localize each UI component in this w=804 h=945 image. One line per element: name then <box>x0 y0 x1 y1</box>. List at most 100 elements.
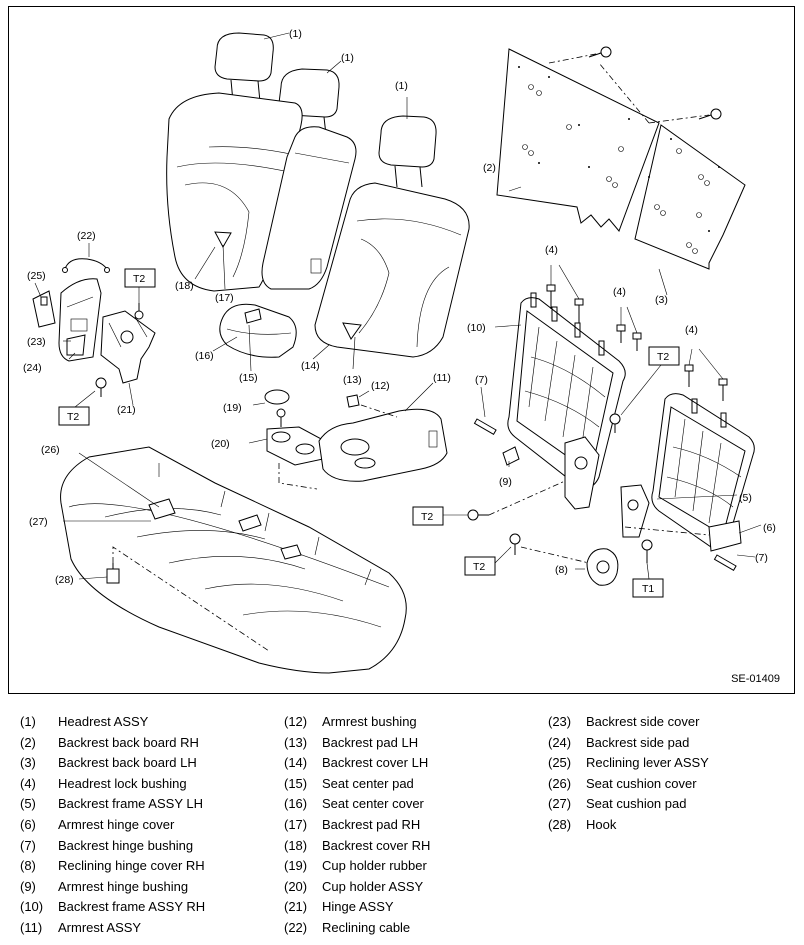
legend-part-name: Backrest cover LH <box>322 755 429 771</box>
legend-row: (17)Backrest pad RH <box>284 815 430 836</box>
callout-22: (22) <box>77 230 96 242</box>
bolt-t1 <box>641 539 653 563</box>
callout-27: (27) <box>29 516 48 528</box>
hinge-assy-part <box>100 310 156 384</box>
legend-part-name: Backrest back board RH <box>58 734 199 750</box>
callout-1c: (1) <box>395 80 408 92</box>
legend-row: (23)Backrest side cover <box>548 712 709 733</box>
legend-row: (15)Seat center pad <box>284 774 430 795</box>
legend-part-number: (2) <box>20 734 36 750</box>
callout-23: (23) <box>27 336 46 348</box>
legend-part-number: (16) <box>284 796 308 812</box>
legend-part-number: (20) <box>284 878 308 894</box>
legend-row: (13) Backrest pad LH <box>284 733 430 754</box>
torque-label: T1 <box>642 583 654 595</box>
legend-part-name: Cup holder ASSY <box>322 878 424 894</box>
legend-part-number: (26) <box>548 775 572 791</box>
parts-legend: (1)Headrest ASSY(2)Backrest back board R… <box>0 712 804 942</box>
cup-holder-rubber-part <box>264 389 290 405</box>
legend-part-name: Seat cushion pad <box>586 796 687 812</box>
legend-part-number: (18) <box>284 837 308 853</box>
callout-15: (15) <box>239 372 258 384</box>
callout-18: (18) <box>175 280 194 292</box>
callout-3: (3) <box>655 294 668 306</box>
legend-row: (10)Backrest frame ASSY RH <box>20 897 205 918</box>
legend-part-number: (9) <box>20 878 36 894</box>
armrest-hinge-bushing-part <box>502 446 520 466</box>
callout-28: (28) <box>55 574 74 586</box>
callout-7a: (7) <box>475 374 488 386</box>
callout-7b: (7) <box>755 552 768 564</box>
legend-row: (5) Backrest frame ASSY LH <box>20 794 205 815</box>
legend-row: (16) Seat center cover <box>284 794 430 815</box>
legend-row: (25)Reclining lever ASSY <box>548 753 709 774</box>
legend-part-name: Hook <box>586 816 617 832</box>
legend-row: (2) Backrest back board RH <box>20 733 205 754</box>
callout-12: (12) <box>371 380 390 392</box>
torque-box-t2-left-bottom: T2 <box>58 406 90 426</box>
legend-part-name: Backrest frame ASSY LH <box>58 796 203 812</box>
legend-part-number: (19) <box>284 858 308 874</box>
headrest-1a-part <box>214 32 274 103</box>
seat-center-cover-part <box>219 303 297 358</box>
lock-bushings-part <box>546 284 728 401</box>
legend-part-number: (5) <box>20 796 36 812</box>
torque-box-t1: T1 <box>632 578 664 598</box>
backrest-side-cover-part <box>58 278 102 362</box>
legend-column: (1)Headrest ASSY(2)Backrest back board R… <box>20 712 205 939</box>
legend-part-name: Seat center pad <box>322 775 414 791</box>
callout-6: (6) <box>763 522 776 534</box>
cup-holder-assy-part <box>266 408 326 466</box>
legend-row: (11)Armrest ASSY <box>20 918 205 939</box>
callout-4b: (4) <box>613 286 626 298</box>
board-screw-1 <box>588 46 612 58</box>
callout-16: (16) <box>195 350 214 362</box>
callout-19: (19) <box>223 402 242 414</box>
reclining-cable-part <box>62 258 110 273</box>
legend-row: (18)Backrest cover RH <box>284 836 430 857</box>
legend-row: (7)Backrest hinge bushing <box>20 836 205 857</box>
bolt-t2-b <box>509 533 521 555</box>
legend-part-name: Armrest hinge cover <box>58 816 175 832</box>
bolt-left-t2-bottom <box>95 377 107 397</box>
legend-part-number: (13) <box>284 734 308 750</box>
torque-label: T2 <box>133 273 145 285</box>
legend-part-name: Backrest side cover <box>586 714 700 729</box>
headrest-1c-part <box>378 115 437 188</box>
legend-part-name: Backrest side pad <box>586 734 690 750</box>
callout-14: (14) <box>301 360 320 372</box>
backrest-lh-part <box>314 182 470 358</box>
legend-row: (9) Armrest hinge bushing <box>20 877 205 898</box>
callout-20: (20) <box>211 438 230 450</box>
legend-part-number: (24) <box>548 734 572 750</box>
legend-part-name: Armrest bushing <box>322 714 417 729</box>
torque-label: T2 <box>67 411 79 423</box>
legend-part-name: Headrest lock bushing <box>58 775 187 791</box>
legend-row: (27) Seat cushion pad <box>548 794 709 815</box>
legend-column: (12)Armrest bushing(13)Backrest pad LH(1… <box>284 712 430 939</box>
callout-2: (2) <box>483 162 496 174</box>
legend-part-number: (4) <box>20 775 36 791</box>
exploded-view-diagram: (1) (1) (1) (2) (3) (4) (4) (4) (5) (6) … <box>23 28 776 674</box>
callout-17: (17) <box>215 292 234 304</box>
legend-row: (4) Headrest lock bushing <box>20 774 205 795</box>
legend-part-name: Armrest hinge bushing <box>58 878 189 894</box>
leader-lines <box>34 32 762 580</box>
legend-row: (3)Backrest back board LH <box>20 753 205 774</box>
bolt-t2-a <box>467 509 489 521</box>
legend-part-number: (10) <box>20 899 44 915</box>
callout-25: (25) <box>27 270 46 282</box>
frame-hinge-part <box>564 436 650 538</box>
legend-part-number: (27) <box>548 796 572 812</box>
legend-column: (23)Backrest side cover(24) Backrest side… <box>548 712 709 836</box>
legend-part-number: (14) <box>284 755 308 771</box>
torque-box-t2-mid-a: T2 <box>412 506 444 526</box>
legend-row: (19)Cup holder rubber <box>284 856 430 877</box>
board-screw-2 <box>698 108 722 120</box>
legend-part-name: Hinge ASSY <box>322 899 394 915</box>
legend-row: (22)Reclining cable <box>284 918 430 939</box>
legend-part-name: Backrest pad LH <box>322 734 419 750</box>
callout-8: (8) <box>555 564 568 576</box>
legend-part-name: Seat center cover <box>322 796 424 812</box>
armrest-bushing-part <box>346 394 360 408</box>
